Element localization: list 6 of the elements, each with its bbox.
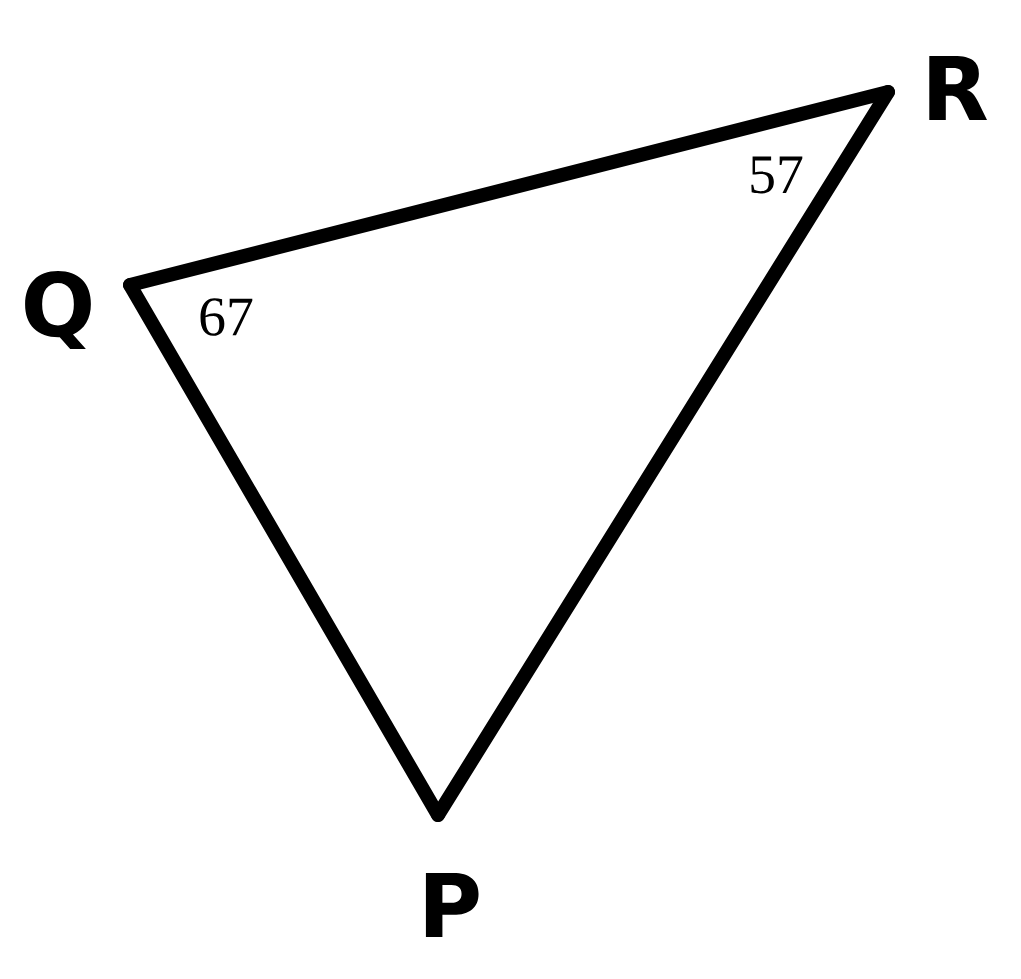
vertex-label: Q [25,271,91,349]
angle-label: 67 [200,298,253,336]
vertex-label: P [425,873,479,937]
angle-label: 57 [751,156,803,194]
triangle-side [123,278,445,822]
vertex-label: R [929,56,987,120]
